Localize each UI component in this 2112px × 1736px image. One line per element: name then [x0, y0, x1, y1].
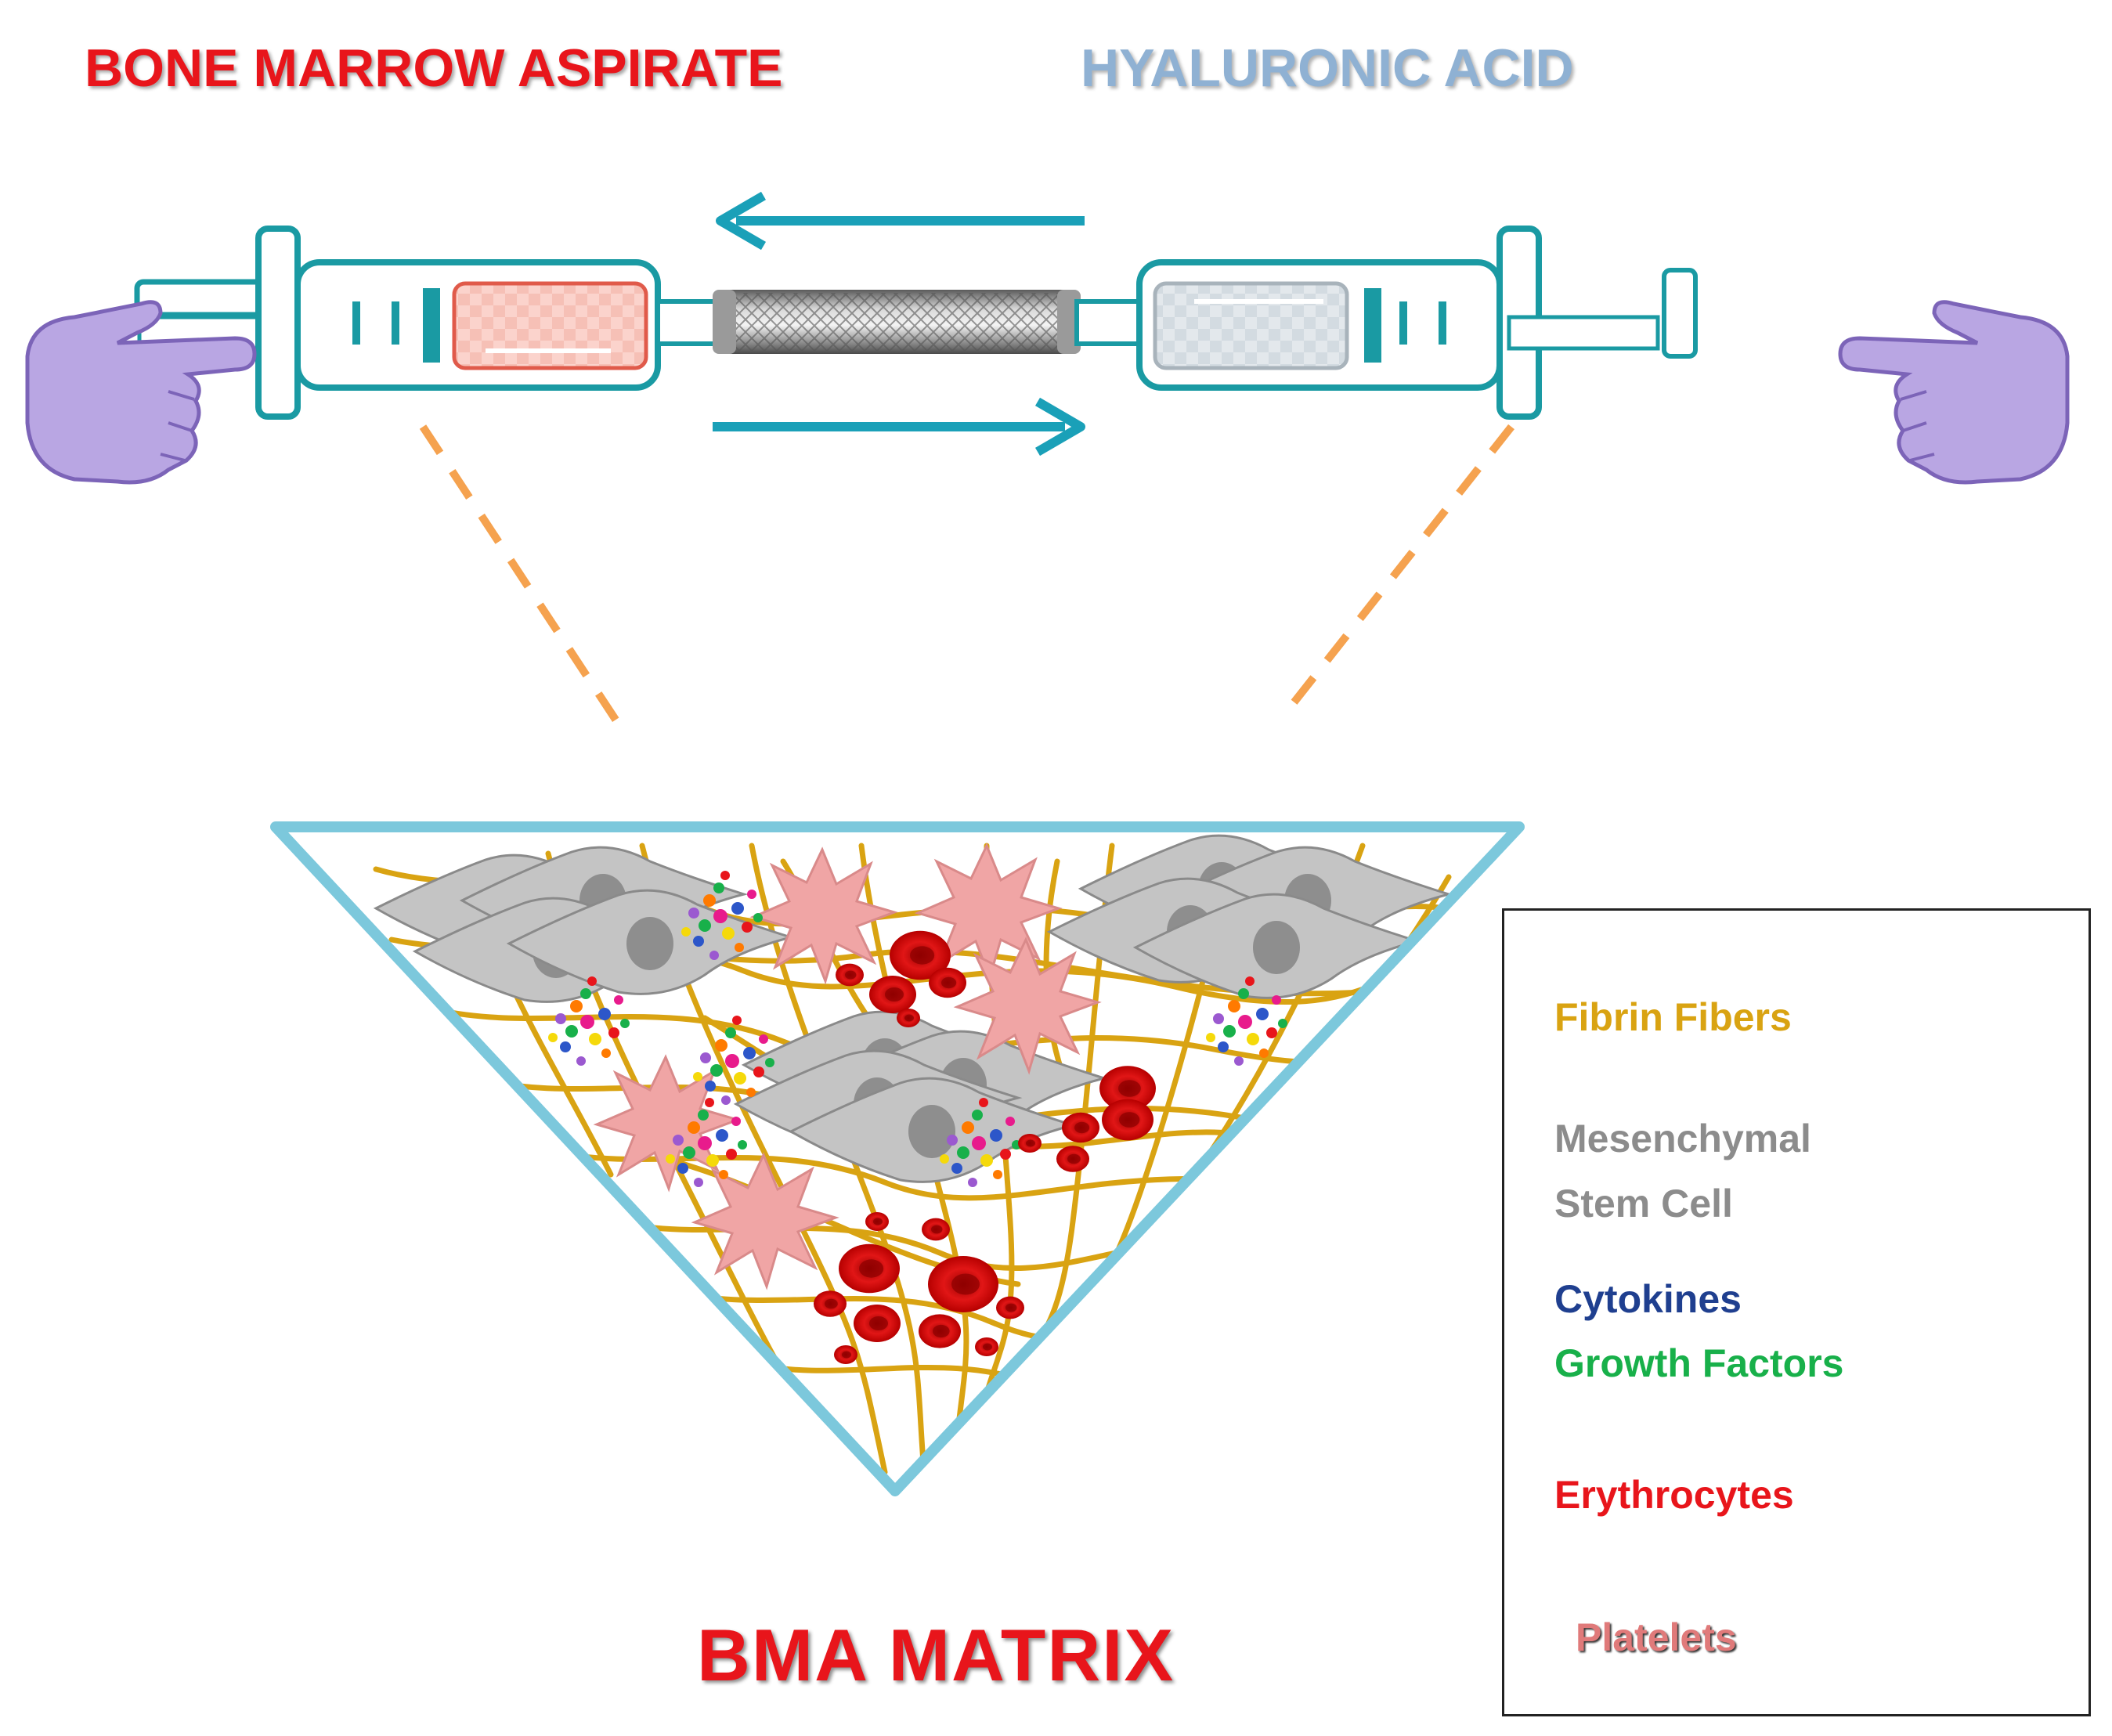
- zoom-line-right: [1289, 424, 1515, 708]
- ha-syringe-icon: [1074, 226, 1698, 420]
- bma-title: BONE MARROW ASPIRATE: [85, 38, 783, 98]
- syringe-assembly: [25, 191, 2070, 485]
- msc-cells: [374, 834, 1450, 1183]
- zoom-line-left: [419, 424, 623, 727]
- legend-erythrocytes-label: Erythrocytes: [1554, 1473, 1794, 1517]
- ha-title: HYALURONIC ACID: [1081, 38, 1574, 98]
- legend-fibrin-label: Fibrin Fibers: [1554, 995, 1792, 1039]
- left-hand-icon: [25, 300, 257, 485]
- bma-matrix-triangle: [270, 821, 1525, 1496]
- legend-platelets-label: Platelets: [1576, 1615, 1737, 1659]
- bma-syringe-icon: [134, 226, 723, 420]
- flow-arrow-right-icon: [713, 397, 1085, 457]
- flow-arrow-left-icon: [716, 191, 1085, 251]
- legend-msc-label-line2: Stem Cell: [1554, 1182, 1733, 1225]
- legend-cytokines-label: Cytokines: [1554, 1277, 1742, 1321]
- legend-panel: [1502, 908, 2091, 1716]
- right-hand-icon: [1838, 300, 2070, 485]
- matrix-title: BMA MATRIX: [697, 1614, 1175, 1696]
- legend-growth-factors-label: Growth Factors: [1554, 1341, 1844, 1385]
- luer-connector-icon: [713, 290, 1081, 354]
- matrix-outline: [270, 821, 1525, 1496]
- legend-msc-label-line1: Mesenchymal: [1554, 1117, 1811, 1160]
